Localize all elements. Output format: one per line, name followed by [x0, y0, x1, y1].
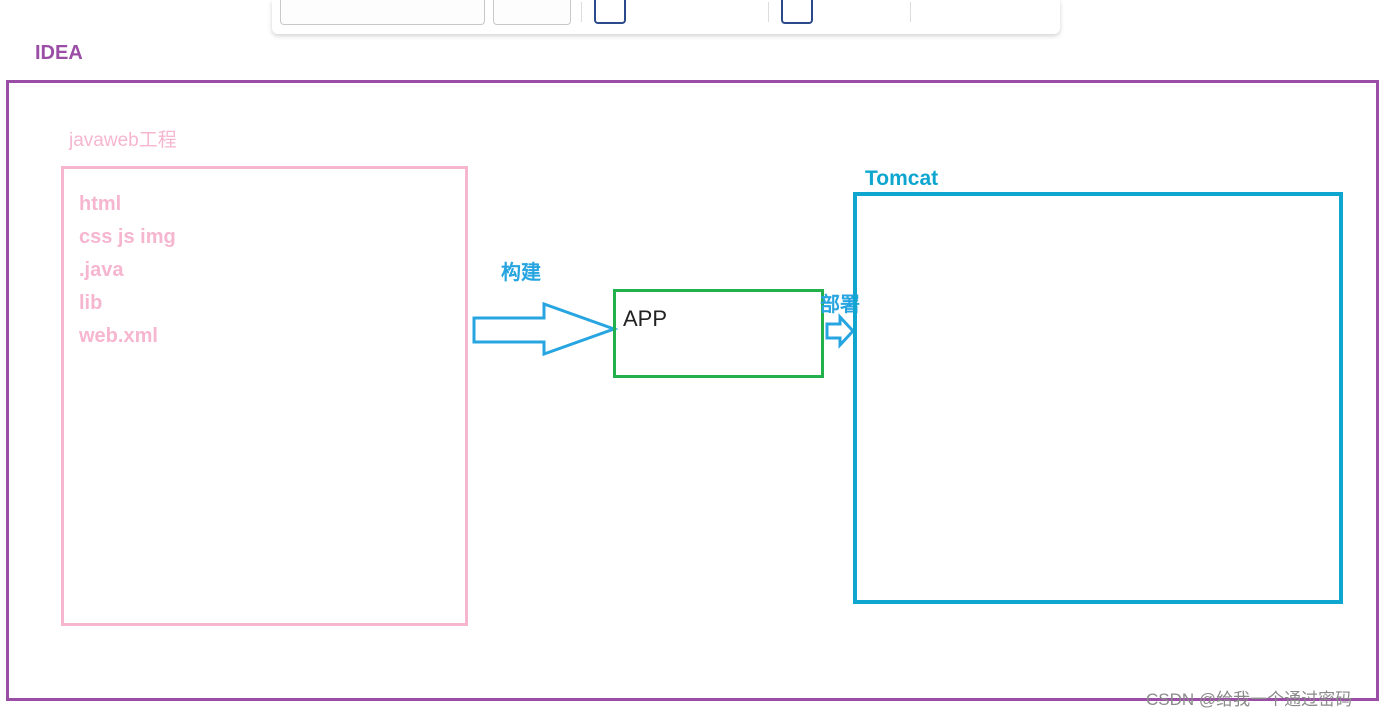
project-item-java: .java: [79, 259, 124, 281]
deploy-label: 部署: [820, 294, 860, 316]
watermark: CSDN @给我一个通过密码: [1146, 690, 1353, 709]
project-file-list: html css js img .java lib web.xml: [79, 191, 176, 356]
project-item-static: css js img: [79, 226, 176, 248]
project-item-html: html: [79, 193, 122, 215]
build-arrow-shape: [472, 301, 619, 357]
deploy-arrow: [825, 313, 856, 349]
tomcat-frame: [853, 192, 1343, 604]
toolbar-field[interactable]: [280, 0, 485, 25]
toolbar-color-chip[interactable]: [781, 0, 813, 24]
idea-label: IDEA: [35, 42, 83, 64]
top-toolbar: [272, 0, 1060, 34]
project-item-lib: lib: [79, 292, 103, 314]
project-label: javaweb工程: [69, 130, 177, 151]
build-arrow: [472, 301, 619, 357]
app-box: APP: [613, 289, 824, 378]
build-label: 构建: [501, 262, 541, 284]
toolbar-divider: [768, 2, 769, 22]
app-label: APP: [623, 306, 668, 331]
idea-frame: [6, 80, 1379, 701]
toolbar-divider: [581, 2, 582, 22]
project-item-webxml: web.xml: [79, 325, 158, 347]
toolbar-color-chip[interactable]: [594, 0, 626, 24]
toolbar-divider: [910, 2, 911, 22]
tomcat-label: Tomcat: [865, 167, 939, 190]
toolbar-button[interactable]: [493, 0, 571, 25]
deploy-arrow-shape: [825, 313, 856, 349]
project-frame: [61, 166, 468, 626]
